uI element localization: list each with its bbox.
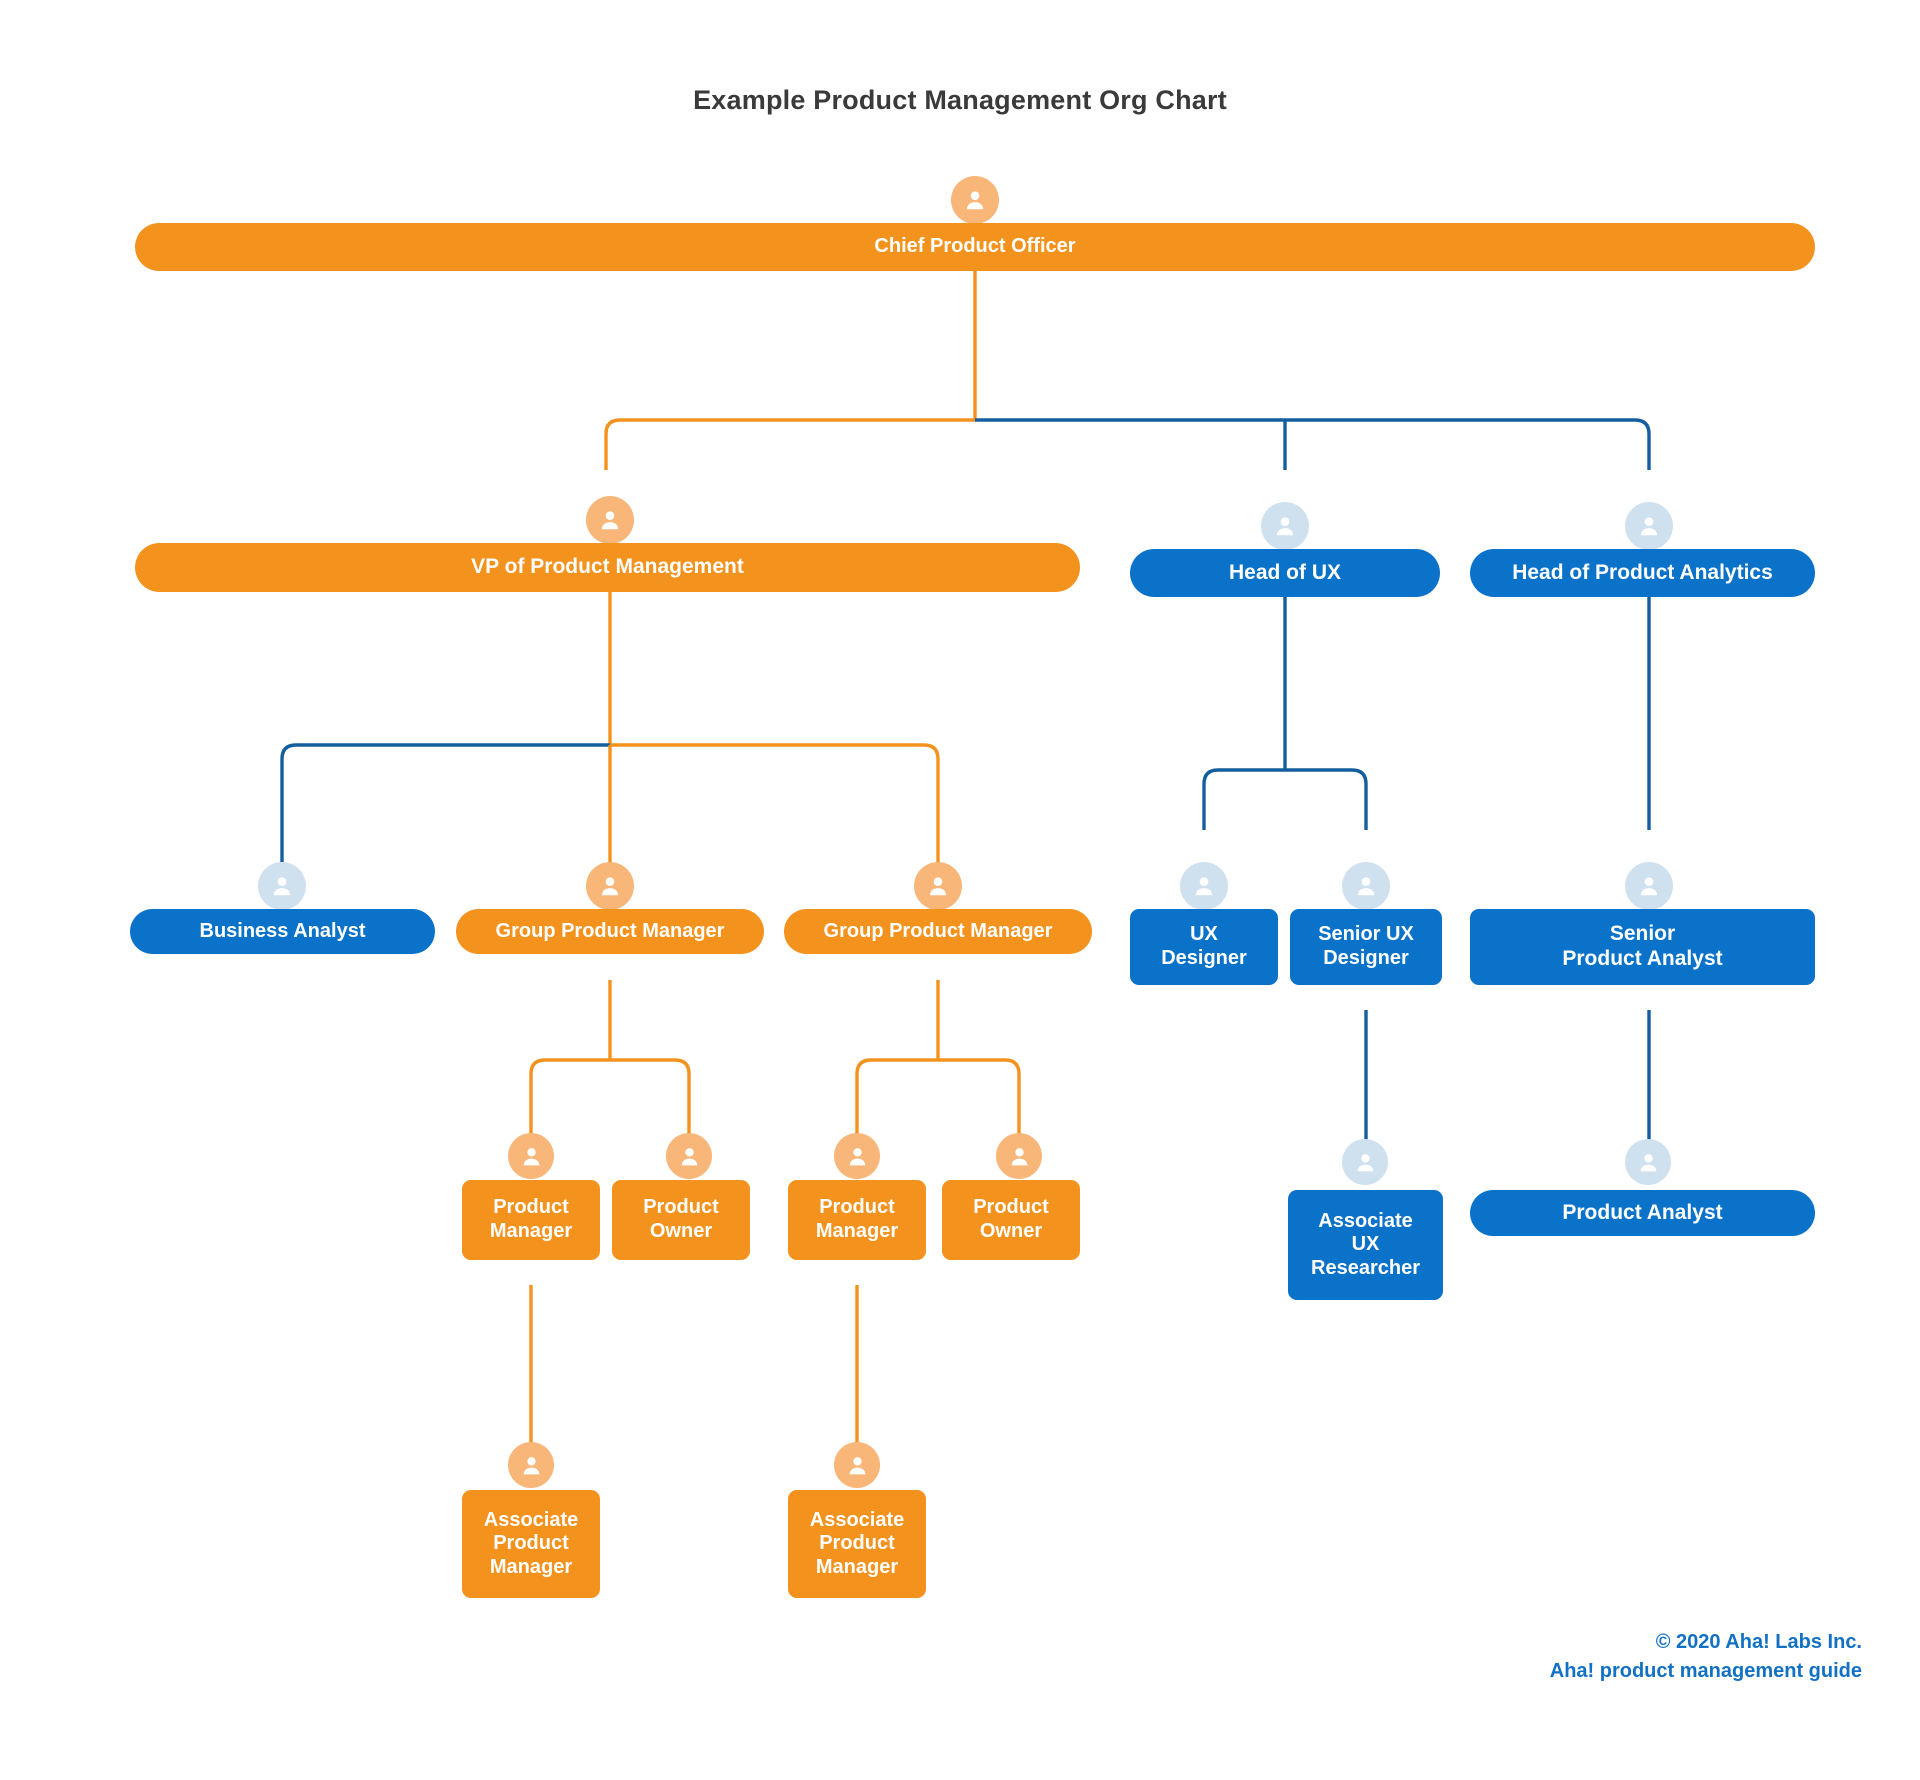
person-avatar-icon [996,1133,1042,1179]
node-product-manager-2[interactable]: Product Manager [788,1180,926,1260]
node-associate-ux-researcher[interactable]: Associate UX Researcher [1288,1190,1443,1300]
page-title: Example Product Management Org Chart [693,85,1227,115]
node-senior-ux-designer[interactable]: Senior UX Designer [1290,909,1442,985]
node-product-manager-1[interactable]: Product Manager [462,1180,600,1260]
node-associate-product-manager-2[interactable]: Associate Product Manager [788,1490,926,1598]
node-business-analyst[interactable]: Business Analyst [130,909,435,954]
node-group-product-manager-1[interactable]: Group Product Manager [456,909,764,954]
person-avatar-icon [834,1133,880,1179]
person-avatar-icon [586,496,634,544]
person-avatar-icon [586,862,634,910]
person-avatar-icon [1625,1139,1671,1185]
person-avatar-icon [1625,502,1673,550]
node-chief-product-officer[interactable]: Chief Product Officer [135,223,1815,271]
person-avatar-icon [1180,862,1228,910]
person-avatar-icon [951,176,999,224]
node-product-owner-2[interactable]: Product Owner [942,1180,1080,1260]
person-avatar-icon [914,862,962,910]
footer: © 2020 Aha! Labs Inc. Aha! product manag… [1550,1628,1862,1686]
person-avatar-icon [834,1442,880,1488]
node-head-of-product-analytics[interactable]: Head of Product Analytics [1470,549,1815,597]
person-avatar-icon [258,862,306,910]
person-avatar-icon [666,1133,712,1179]
node-group-product-manager-2[interactable]: Group Product Manager [784,909,1092,954]
person-avatar-icon [1625,862,1673,910]
person-avatar-icon [508,1442,554,1488]
node-product-owner-1[interactable]: Product Owner [612,1180,750,1260]
node-product-analyst[interactable]: Product Analyst [1470,1190,1815,1236]
person-avatar-icon [1342,1139,1388,1185]
person-avatar-icon [508,1133,554,1179]
footer-guide-link[interactable]: Aha! product management guide [1549,1660,1862,1682]
footer-copyright: © 2020 Aha! Labs Inc. [1655,1631,1862,1653]
node-senior-product-analyst[interactable]: Senior Product Analyst [1470,909,1815,985]
node-ux-designer[interactable]: UX Designer [1130,909,1278,985]
person-avatar-icon [1261,502,1309,550]
person-avatar-icon [1342,862,1390,910]
node-associate-product-manager-1[interactable]: Associate Product Manager [462,1490,600,1598]
node-head-of-ux[interactable]: Head of UX [1130,549,1440,597]
node-vp-of-product-management[interactable]: VP of Product Management [135,543,1080,592]
